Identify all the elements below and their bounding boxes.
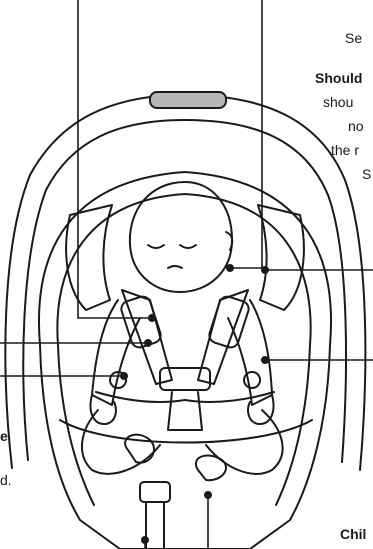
adjuster-button <box>140 482 170 502</box>
lap-belt <box>96 392 274 402</box>
leader-dot-left-top <box>148 314 156 322</box>
baby-mouth <box>168 266 182 268</box>
baby-ear <box>226 232 232 250</box>
leader-dot-bottom-2 <box>204 491 212 499</box>
label-bottom-right-title: Chil <box>340 522 366 546</box>
leader-dot-right-mid <box>261 356 269 364</box>
label-top-right: Se <box>345 26 362 50</box>
baby-eye-right <box>180 245 196 248</box>
harness-ring-right <box>244 372 260 388</box>
label-shoulder-line2: no <box>348 114 364 138</box>
label-shoulder-line1: shou <box>323 90 353 114</box>
leader-dot-left-2 <box>120 372 128 380</box>
crotch-strap <box>168 392 202 430</box>
label-shoulder-title: Should <box>315 66 362 90</box>
label-shoulder-line4: S <box>362 162 371 186</box>
adjuster-strap <box>146 502 164 549</box>
baby-foot-right <box>196 455 226 480</box>
label-shoulder-line3: the r <box>331 138 359 162</box>
leader-dot-right-top <box>226 264 234 272</box>
leader-line-left-top <box>78 0 152 318</box>
label-left-fragment-e: e <box>0 424 8 448</box>
carry-handle <box>5 95 365 470</box>
leader-dot-shoulder <box>261 266 269 274</box>
buckle <box>160 368 210 390</box>
leader-line-right-top <box>230 0 262 268</box>
seat-shell-inner <box>57 194 310 505</box>
leader-dot-left-1 <box>144 339 152 347</box>
leader-dot-bottom-1 <box>141 536 149 544</box>
baby-eye-left <box>148 245 164 248</box>
handle-grip <box>150 92 226 108</box>
label-left-fragment-d: d. <box>0 468 12 492</box>
